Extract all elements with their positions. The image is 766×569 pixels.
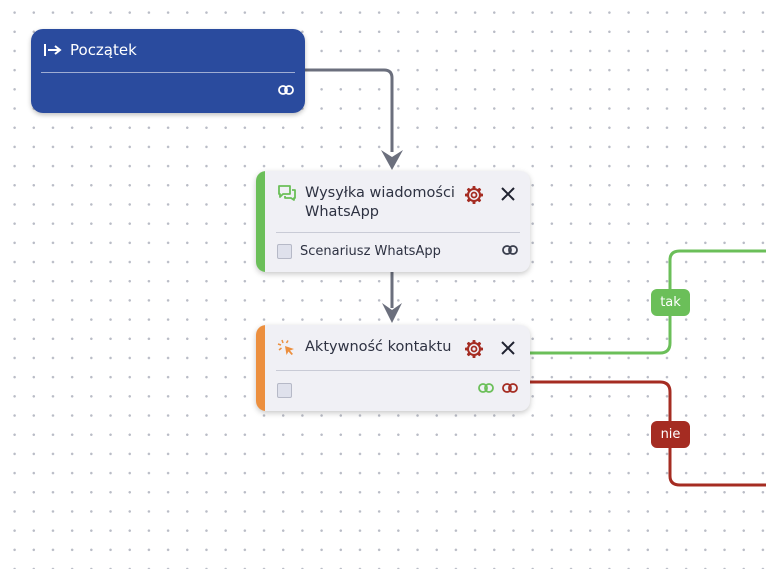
arrowhead-icon [381,150,403,170]
gear-icon[interactable] [464,185,484,205]
edge-label-no[interactable]: nie [651,421,690,448]
divider [276,232,520,233]
start-node-header: Początek [43,41,137,59]
cursor-click-icon [277,339,294,355]
edge-activity-no[interactable] [528,380,766,487]
link-icon[interactable] [502,245,518,255]
edge-activity-yes[interactable] [528,249,766,355]
node-accent-bar [256,325,265,411]
start-node-title: Początek [70,41,137,59]
contact-activity-node[interactable]: Aktywność kontaktu [256,325,530,411]
link-no-icon[interactable] [502,383,518,393]
whatsapp-scenario-label: Scenariusz WhatsApp [300,244,441,259]
arrow-right-to-bar-icon [44,44,62,56]
link-icon[interactable] [278,85,294,95]
node-accent-bar [256,171,265,272]
chat-bubbles-icon [278,185,296,201]
whatsapp-node[interactable]: Wysyłka wiadomości WhatsApp Scenariusz W… [256,171,530,272]
link-yes-icon[interactable] [478,383,494,393]
start-node[interactable]: Początek [31,29,305,113]
whatsapp-node-title: Wysyłka wiadomości WhatsApp [305,185,455,220]
close-icon[interactable] [500,340,516,356]
divider [41,72,295,73]
gear-icon[interactable] [464,339,484,359]
edge-label-yes[interactable]: tak [651,289,690,316]
node-checkbox[interactable] [277,383,292,398]
arrowhead-icon [382,303,402,323]
close-icon[interactable] [500,186,516,202]
edge-start-to-whatsapp[interactable] [305,68,394,152]
contact-activity-node-title: Aktywność kontaktu [305,339,452,355]
divider [276,370,520,371]
node-checkbox[interactable] [277,244,292,259]
